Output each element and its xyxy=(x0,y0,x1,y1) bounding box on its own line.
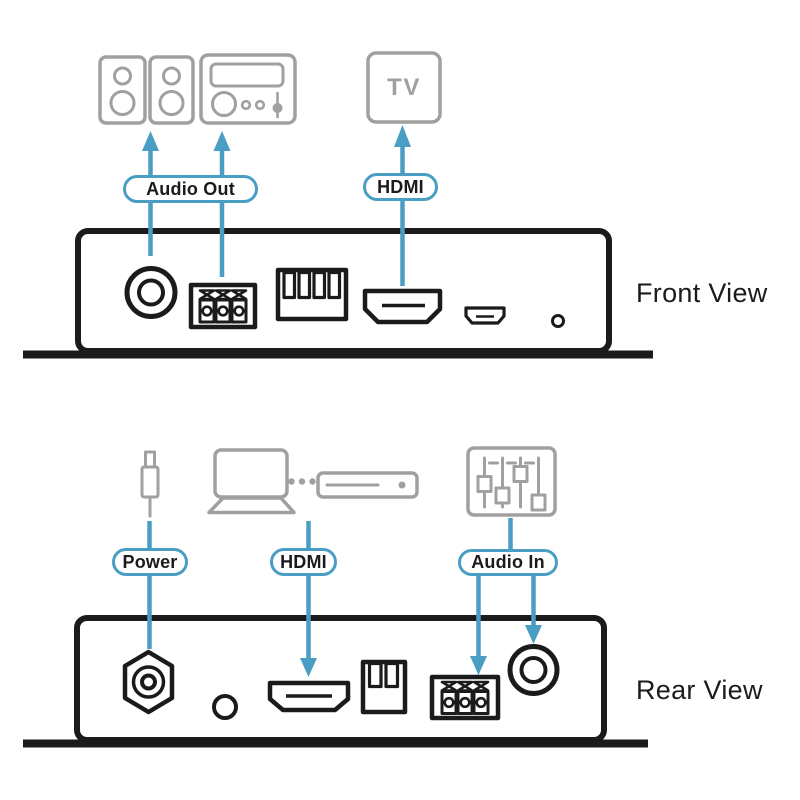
audio-out-label: Audio Out xyxy=(123,175,258,203)
front-view-title: Front View xyxy=(636,278,768,308)
arrow-down-icon xyxy=(470,656,487,675)
laptop-icon xyxy=(207,448,296,515)
speaker-left-icon xyxy=(98,55,147,125)
speaker-right-icon xyxy=(148,55,195,125)
mixer-fader xyxy=(530,493,547,512)
mixer-fader xyxy=(494,486,511,505)
hdmi-rear-label: HDMI xyxy=(270,548,337,576)
mixer-fader xyxy=(476,475,493,493)
arrow-down-icon xyxy=(525,625,542,644)
hdmi-in-arrow xyxy=(300,521,317,677)
arrow-up-icon xyxy=(213,131,231,151)
pushbutton xyxy=(212,694,238,720)
front-view-diagram xyxy=(23,51,653,359)
arrow-down-icon xyxy=(300,658,317,677)
hdmi-front-label: HDMI xyxy=(363,173,438,201)
terminal-block-rear xyxy=(429,674,501,721)
connection-dots xyxy=(288,478,316,485)
stereo-knob xyxy=(211,91,237,117)
rear-view-title: Rear View xyxy=(636,675,763,705)
tv-device-label: TV xyxy=(387,73,421,101)
rear-view-diagram xyxy=(23,446,648,748)
audio-in-arrows xyxy=(470,518,542,675)
rca-jack-rear xyxy=(507,644,560,696)
led-indicator xyxy=(551,314,565,328)
stereo-display xyxy=(209,62,285,88)
tv-icon xyxy=(366,51,442,124)
stereo-system-icon xyxy=(199,53,297,125)
switch-block-front xyxy=(275,267,349,322)
hdmi-port-front xyxy=(362,288,443,325)
rca-jack-front xyxy=(124,266,178,319)
hdmi-out-arrow xyxy=(394,125,411,286)
arrow-up-icon xyxy=(394,125,411,147)
switch-block-rear xyxy=(360,659,408,715)
dc-power-jack xyxy=(122,649,175,715)
mixer-fader xyxy=(512,465,529,483)
micro-usb-port xyxy=(464,306,506,325)
power-label: Power xyxy=(112,548,188,576)
power-plug-icon xyxy=(140,450,160,518)
audio-mixer-icon xyxy=(466,446,557,517)
arrow-up-icon xyxy=(142,131,159,151)
terminal-block-front xyxy=(188,282,258,330)
hdmi-port-rear xyxy=(267,680,351,713)
audio-in-label: Audio In xyxy=(458,549,558,576)
media-player-icon xyxy=(316,471,419,499)
